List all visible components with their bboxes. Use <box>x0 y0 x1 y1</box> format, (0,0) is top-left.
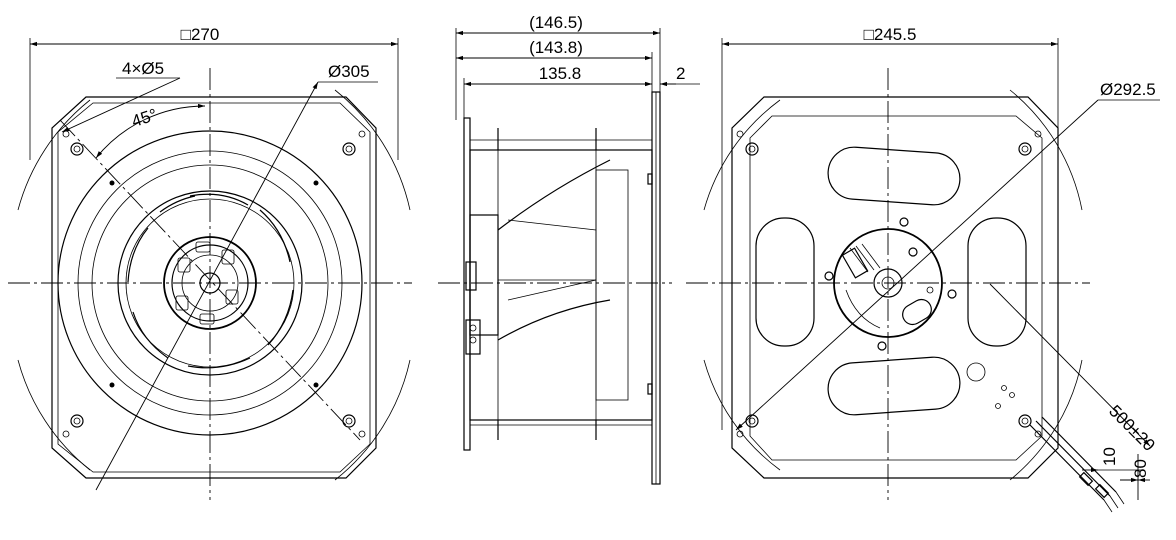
side-rear-flange <box>463 117 471 451</box>
rear-opening-top <box>827 146 961 206</box>
rear-view: □245.5 <box>686 25 1160 513</box>
rear-diameter-leader <box>735 99 1099 431</box>
front-holes-label: 4×Ø5 <box>122 59 164 78</box>
front-angle-label: 45° <box>129 105 159 131</box>
side-motor <box>469 214 499 336</box>
rear-width-label: □245.5 <box>864 25 917 44</box>
rear-opening-bottom <box>827 356 961 416</box>
rear-diameter-label: Ø292.5 <box>1100 80 1156 99</box>
rear-opening-right <box>967 217 1027 347</box>
side-flange-label: 2 <box>676 64 685 83</box>
hub-pockets <box>175 241 239 325</box>
strip-length-label-2: 80 <box>1131 459 1150 478</box>
cable <box>1029 416 1125 513</box>
strip-length-label-1: 10 <box>1100 447 1119 466</box>
rear-opening-left <box>755 217 815 347</box>
front-outer-arc <box>17 99 91 211</box>
front-diameter-label: Ø305 <box>328 62 370 81</box>
side-overall-label: (146.5) <box>529 13 583 32</box>
front-housing-outline <box>51 96 377 479</box>
rear-housing-outline <box>731 96 1059 479</box>
side-view: (146.5) (143.8) 135.8 2 <box>438 13 700 485</box>
front-diameter-leader <box>95 81 319 491</box>
cable-length-label: 500±20 <box>1105 401 1158 454</box>
front-angle-arc <box>95 103 206 159</box>
side-depth-label: (143.8) <box>529 38 583 57</box>
front-mounting-holes <box>62 130 366 438</box>
rear-mounting-holes <box>736 130 1042 438</box>
front-width-label: □270 <box>181 25 220 44</box>
side-fan-body <box>469 149 653 421</box>
front-view: □270 <box>8 25 412 500</box>
impeller-blades <box>127 193 294 369</box>
cable-length-dimension-line <box>989 283 1151 447</box>
side-connector <box>465 319 481 355</box>
front-holes-leader <box>61 77 181 133</box>
side-body-label: 135.8 <box>539 64 582 83</box>
